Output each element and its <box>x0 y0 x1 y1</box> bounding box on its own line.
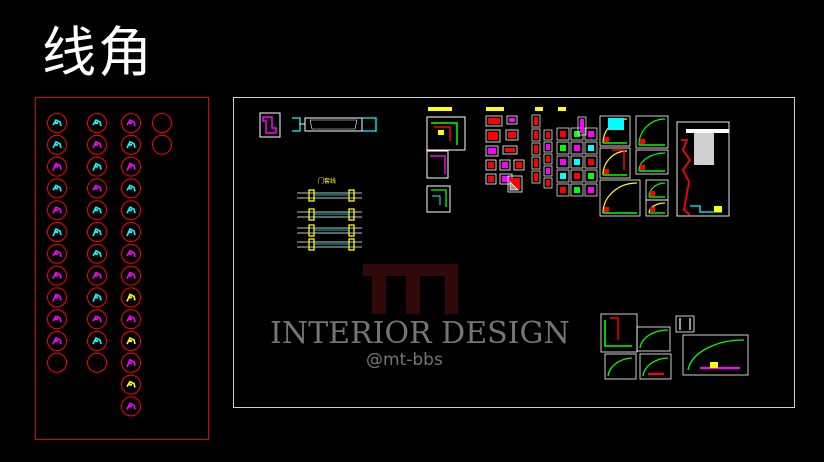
molding-profile-item[interactable] <box>87 200 107 221</box>
molding-profile-item[interactable] <box>87 243 107 264</box>
molding-profile-item[interactable] <box>87 309 107 330</box>
molding-profile-item[interactable] <box>87 331 107 351</box>
molding-profile-item[interactable] <box>87 222 107 242</box>
molding-profile-item[interactable] <box>152 113 172 133</box>
molding-profile-item[interactable] <box>87 352 107 373</box>
molding-profile-item[interactable] <box>47 309 67 330</box>
molding-profile-item[interactable] <box>121 265 141 286</box>
watermark-handle: @mt-bbs <box>366 350 443 370</box>
molding-profile-item[interactable] <box>47 156 67 177</box>
watermark-text: INTERIOR DESIGN <box>270 316 570 351</box>
molding-profile-item[interactable] <box>47 222 67 242</box>
molding-profile-item[interactable] <box>121 243 141 264</box>
molding-profile-item[interactable] <box>121 222 141 242</box>
door-trim-label: 门套线 <box>318 178 337 185</box>
molding-profile-item[interactable] <box>121 374 141 395</box>
molding-profile-item[interactable] <box>47 134 67 155</box>
molding-profile-item[interactable] <box>47 178 67 199</box>
molding-profile-item[interactable] <box>121 352 141 373</box>
molding-profile-item[interactable] <box>152 134 172 155</box>
molding-profile-item[interactable] <box>121 134 141 155</box>
molding-profile-item[interactable] <box>87 156 107 177</box>
molding-profile-item[interactable] <box>121 113 141 133</box>
molding-profile-item[interactable] <box>47 200 67 221</box>
molding-profile-item[interactable] <box>47 331 67 351</box>
molding-profile-circles <box>47 113 172 417</box>
drawing-sheet-frame <box>233 97 795 408</box>
watermark-logo <box>363 264 458 314</box>
cad-detail-drawings <box>259 107 749 380</box>
molding-profile-item[interactable] <box>87 113 107 133</box>
molding-profile-item[interactable] <box>47 265 67 286</box>
molding-profile-item[interactable] <box>121 156 141 177</box>
molding-profile-item[interactable] <box>47 243 67 264</box>
molding-library-frame <box>35 97 209 440</box>
molding-profile-item[interactable] <box>121 396 141 417</box>
mt-logo-mark <box>363 264 458 314</box>
molding-profile-item[interactable] <box>121 331 141 351</box>
molding-profile-item[interactable] <box>121 287 141 308</box>
molding-profile-item[interactable] <box>47 352 67 373</box>
molding-profile-item[interactable] <box>47 113 67 133</box>
molding-profile-item[interactable] <box>121 178 141 199</box>
page-title: 线角 <box>42 21 154 84</box>
molding-profile-item[interactable] <box>87 134 107 155</box>
molding-profile-item[interactable] <box>47 287 67 308</box>
molding-profile-item[interactable] <box>121 309 141 330</box>
molding-profile-item[interactable] <box>87 265 107 286</box>
molding-profile-item[interactable] <box>87 178 107 199</box>
molding-profile-item[interactable] <box>87 287 107 308</box>
molding-profile-item[interactable] <box>121 200 141 221</box>
